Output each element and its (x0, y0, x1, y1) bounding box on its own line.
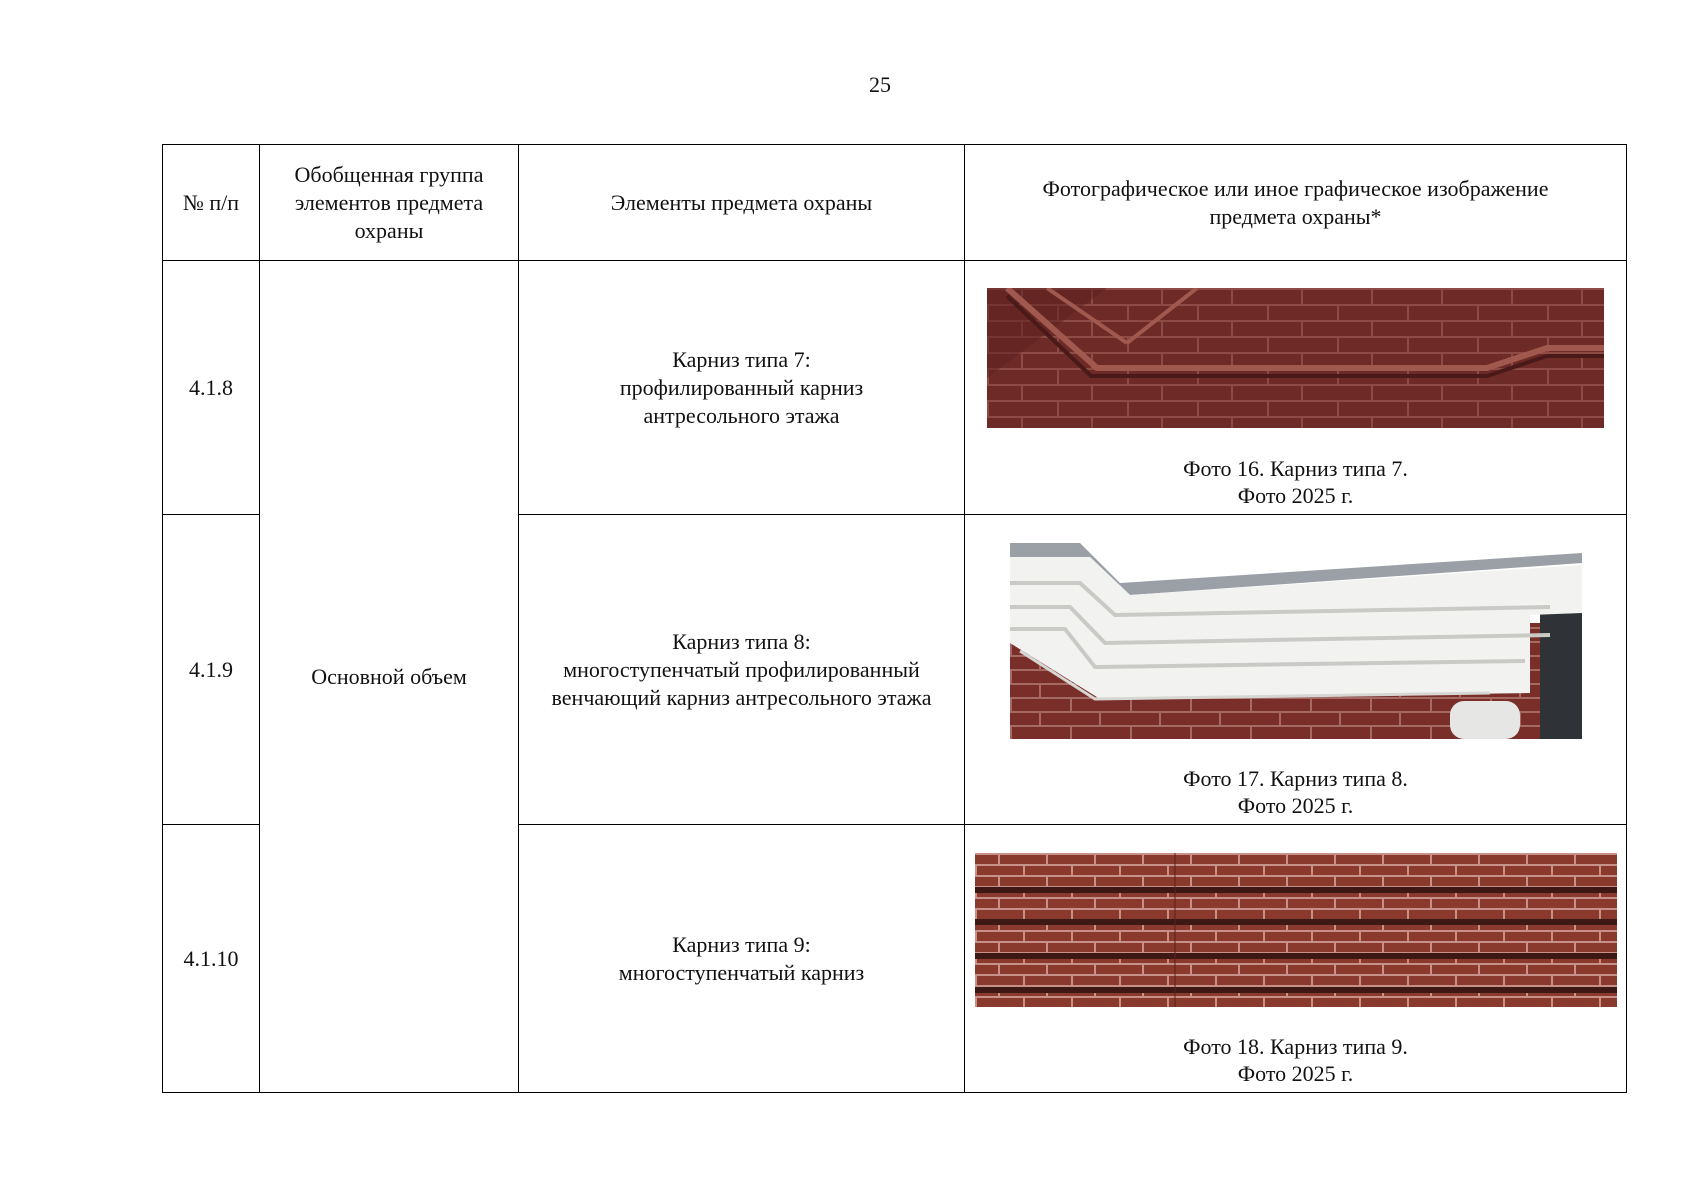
element-line: антресольного этажа (643, 402, 840, 428)
page-number: 25 (869, 72, 891, 97)
header-photo: Фотографическое или иное графическое изо… (964, 144, 1627, 261)
element-line: Карниз типа 7: (672, 346, 811, 372)
header-photo-line: предмета охраны* (1209, 203, 1382, 229)
table-row: 4.1.10 Карниз типа 9: многоступенчатый к… (162, 824, 1627, 1093)
caption-line: Фото 16. Карниз типа 7. (1183, 456, 1408, 481)
header-num: № п/п (162, 144, 260, 261)
element-line: венчающий карниз антресольного этажа (551, 684, 932, 710)
protection-elements-table: № п/п Обобщенная группа элементов предме… (162, 144, 1627, 1093)
caption-line: Фото 2025 г. (1237, 1061, 1354, 1086)
caption-line: Фото 18. Карниз типа 9. (1183, 1034, 1408, 1059)
caption-line: Фото 17. Карниз типа 8. (1183, 766, 1408, 791)
element-line: профилированный карниз (619, 374, 864, 400)
photo-cell: Фото 16. Карниз типа 7. Фото 2025 г. (964, 260, 1627, 515)
element-line: многоступенчатый профилированный (563, 656, 920, 682)
caption-line: Фото 2025 г. (1237, 483, 1354, 508)
element-line: многоступенчатый карниз (618, 959, 865, 985)
photo-cell: Фото 17. Карниз типа 8. Фото 2025 г. (964, 514, 1627, 825)
table-row: 4.1.9 Карниз типа 8: многоступенчатый пр… (162, 514, 1627, 825)
element-line: Карниз типа 8: (672, 628, 811, 654)
photo-cornice-7 (987, 288, 1604, 428)
photo-cell: Фото 18. Карниз типа 9. Фото 2025 г. (964, 824, 1627, 1093)
photo-cornice-8 (1010, 543, 1582, 739)
photo-caption: Фото 18. Карниз типа 9. Фото 2025 г. (965, 1033, 1626, 1087)
header-group-line: Обобщенная группа (294, 161, 484, 187)
photo-cornice-9 (975, 853, 1617, 1007)
row-num: 4.1.8 (162, 260, 260, 515)
header-elements: Элементы предмета охраны (518, 144, 965, 261)
photo-caption: Фото 17. Карниз типа 8. Фото 2025 г. (965, 765, 1626, 819)
row-num: 4.1.9 (162, 514, 260, 825)
row-num: 4.1.10 (162, 824, 260, 1093)
header-group-line: элементов предмета (294, 189, 484, 215)
caption-line: Фото 2025 г. (1237, 793, 1354, 818)
header-photo-line: Фотографическое или иное графическое изо… (1042, 175, 1549, 201)
element-line: Карниз типа 9: (672, 931, 811, 957)
element-cell: Карниз типа 7: профилированный карниз ан… (518, 260, 965, 515)
header-group: Обобщенная группа элементов предмета охр… (259, 144, 519, 261)
table-row: 4.1.8 Основной объем Карниз типа 7: проф… (162, 260, 1627, 1093)
table-header-row: № п/п Обобщенная группа элементов предме… (162, 144, 1627, 261)
photo-caption: Фото 16. Карниз типа 7. Фото 2025 г. (965, 455, 1626, 509)
element-cell: Карниз типа 9: многоступенчатый карниз (518, 824, 965, 1093)
element-cell: Карниз типа 8: многоступенчатый профилир… (518, 514, 965, 825)
header-group-line: охраны (354, 217, 424, 243)
group-cell: Основной объем (259, 260, 519, 1093)
